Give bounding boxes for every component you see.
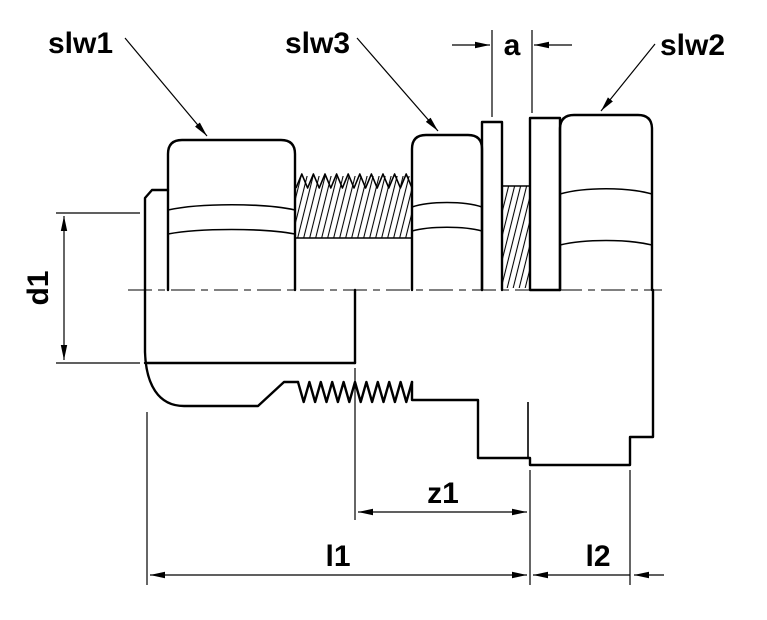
dimension-label-slw3: slw3 — [285, 27, 350, 60]
middle-nut-facet-line-1 — [411, 201, 483, 208]
dimension-label-a: a — [504, 29, 521, 62]
right-nut-facet-line-2 — [559, 239, 653, 246]
right-nut-outline — [558, 113, 654, 292]
dimension-label-slw1: slw1 — [48, 27, 113, 60]
part-geometry — [143, 113, 655, 467]
thread-hatch-right — [502, 186, 530, 288]
right-nut-facet-line-1 — [559, 187, 653, 195]
left-nut-facet-line-1 — [167, 203, 296, 211]
leader-slw3 — [356, 37, 439, 132]
dimension-label-l1: l1 — [325, 540, 350, 573]
dimension-label-slw2: slw2 — [660, 29, 725, 62]
thread-hatch-left — [296, 176, 412, 238]
middle-nut-facet-line-2 — [411, 226, 483, 232]
body-right-profile — [410, 288, 655, 467]
left-collar-outline — [143, 188, 170, 292]
body-nose-profile — [143, 288, 300, 408]
left-nut-outline — [166, 138, 297, 292]
left-nut-facet-line-2 — [167, 228, 296, 235]
dimension-label-l2: l2 — [585, 540, 610, 573]
dimension-label-d1: d1 — [22, 270, 55, 305]
dimension-labels: slw1 slw3 a slw2 d1 z1 l1 l2 — [22, 27, 725, 573]
thread-crest-zigzag — [295, 173, 413, 189]
leader-slw2 — [600, 43, 656, 112]
dimensions — [56, 30, 664, 585]
leader-slw1 — [124, 37, 208, 137]
dimension-label-z1: z1 — [427, 477, 459, 510]
washer-outline — [480, 120, 504, 292]
